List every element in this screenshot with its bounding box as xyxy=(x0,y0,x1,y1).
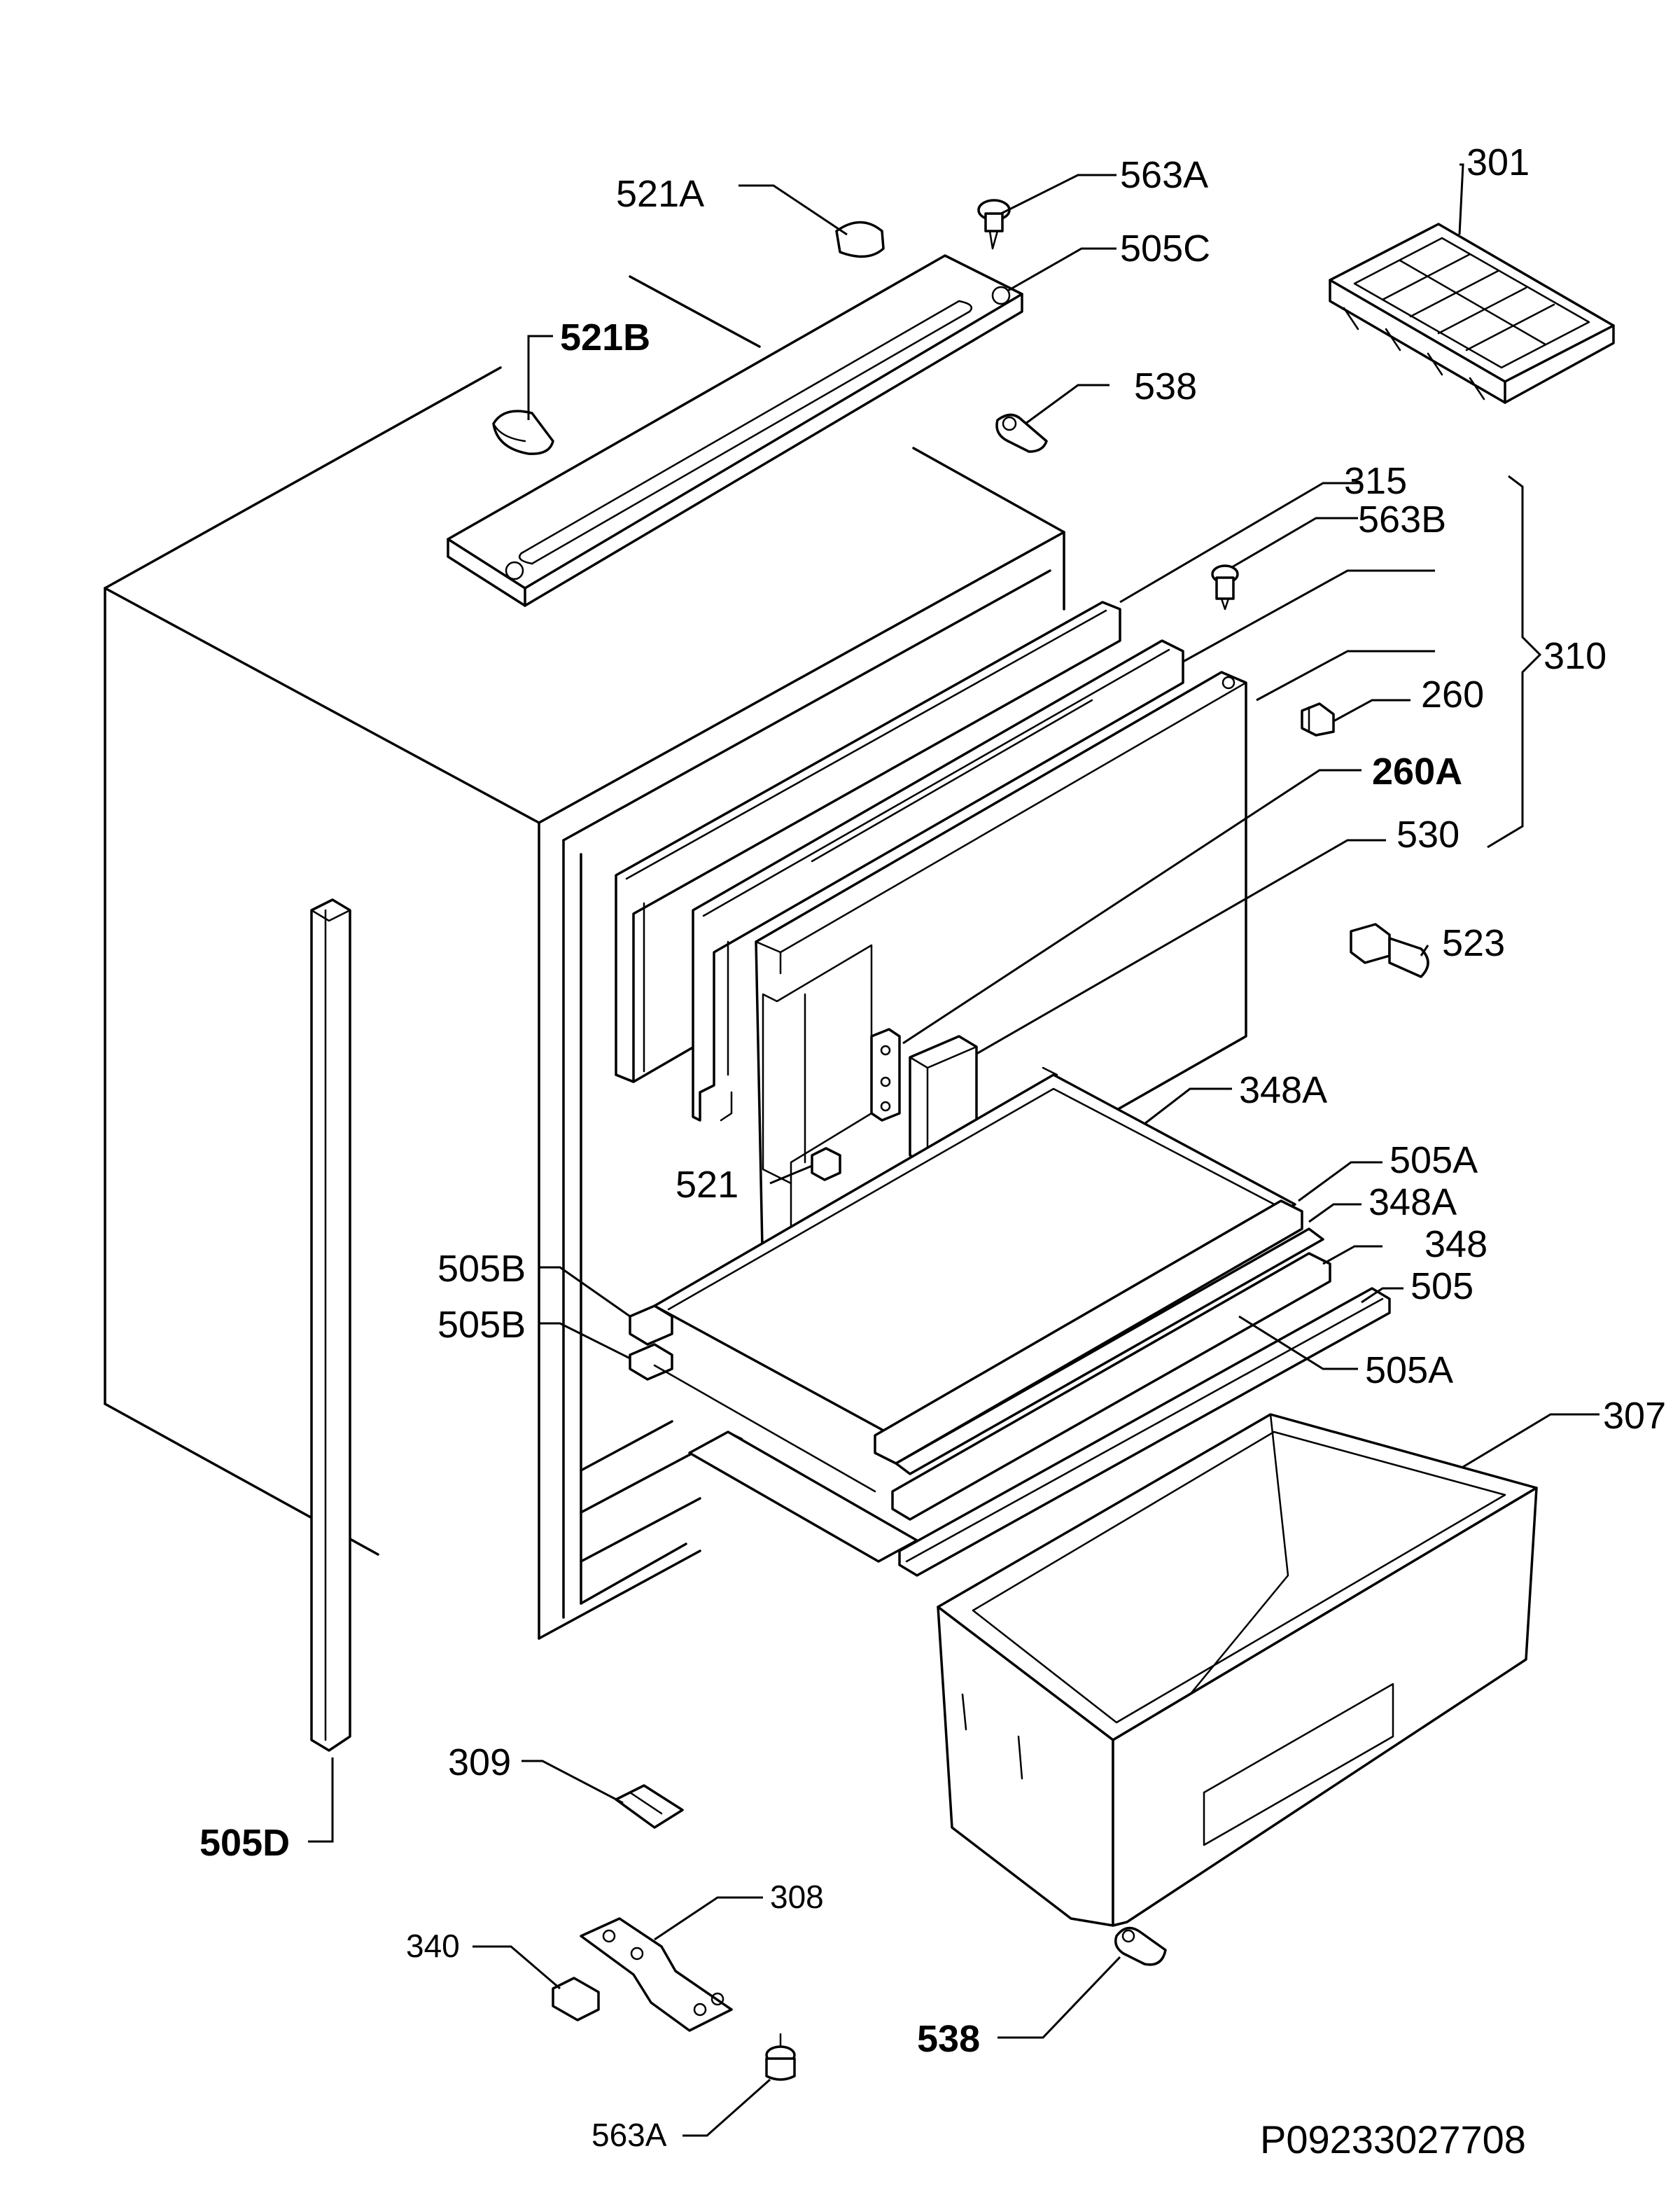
door-assembly-310 xyxy=(615,601,1247,1297)
part-523 xyxy=(1350,923,1429,978)
leader-lines xyxy=(308,163,1600,2137)
callout-labels: 521A 563A 505C 301 521B 538 315 563B 310… xyxy=(200,141,1666,2153)
callout-521: 521 xyxy=(676,1164,738,1206)
cap-521A xyxy=(835,221,885,258)
callout-521B: 521B xyxy=(560,316,650,358)
callout-309: 309 xyxy=(448,1741,511,1783)
hinge-260A xyxy=(870,1028,901,1122)
cap-521B xyxy=(492,410,554,455)
callout-563A-top: 563A xyxy=(1120,154,1208,196)
crisper-drawer-307 xyxy=(937,1413,1538,1927)
shelf-trim-505A-505B xyxy=(629,1199,1331,1521)
callout-505A-top: 505A xyxy=(1390,1139,1478,1181)
callout-308: 308 xyxy=(770,1879,824,1915)
cabinet-body xyxy=(104,275,1065,1640)
screw-563B xyxy=(1211,564,1239,611)
callout-340: 340 xyxy=(406,1928,460,1964)
diagram-code: P09233027708 xyxy=(1260,2117,1526,2161)
part-538-bottom xyxy=(1114,1926,1167,1966)
callout-307: 307 xyxy=(1603,1395,1666,1437)
part-309 xyxy=(615,1784,684,1829)
callout-301: 301 xyxy=(1466,141,1530,183)
callout-310: 310 xyxy=(1544,635,1606,677)
callout-505A-bottom: 505A xyxy=(1365,1349,1453,1391)
callout-505: 505 xyxy=(1410,1265,1474,1307)
glass-shelf-348A xyxy=(653,1066,1296,1437)
part-521 xyxy=(811,1147,841,1181)
callout-260A: 260A xyxy=(1372,751,1462,793)
callout-348: 348 xyxy=(1424,1223,1488,1265)
part-340 xyxy=(552,1977,600,2021)
callout-523: 523 xyxy=(1442,922,1505,964)
rail-505 xyxy=(898,1287,1391,1577)
callout-538-top: 538 xyxy=(1134,366,1197,408)
callout-521A: 521A xyxy=(616,173,704,215)
callout-538-bottom: 538 xyxy=(917,2018,980,2060)
hinge-bracket-308 xyxy=(580,1917,733,2032)
callout-505B-2: 505B xyxy=(438,1304,526,1346)
callout-563B: 563B xyxy=(1358,499,1446,541)
clip-260 xyxy=(1301,702,1335,737)
callout-315: 315 xyxy=(1344,460,1407,502)
screw-563A-top xyxy=(977,199,1011,250)
callout-563A-bottom: 563A xyxy=(592,2117,667,2153)
ice-tray-301 xyxy=(1329,223,1615,404)
callout-505D: 505D xyxy=(200,1822,290,1864)
callout-505B-1: 505B xyxy=(438,1248,526,1290)
top-trim-505C xyxy=(447,254,1023,607)
callout-260: 260 xyxy=(1421,674,1484,716)
callout-505C: 505C xyxy=(1120,228,1210,270)
callout-530: 530 xyxy=(1396,814,1460,856)
callout-348A-top: 348A xyxy=(1239,1069,1327,1111)
part-538-top xyxy=(995,413,1048,453)
side-trim-505D xyxy=(310,898,351,1752)
callout-348A-mid: 348A xyxy=(1368,1181,1457,1223)
screw-563A-bottom xyxy=(765,2033,796,2081)
